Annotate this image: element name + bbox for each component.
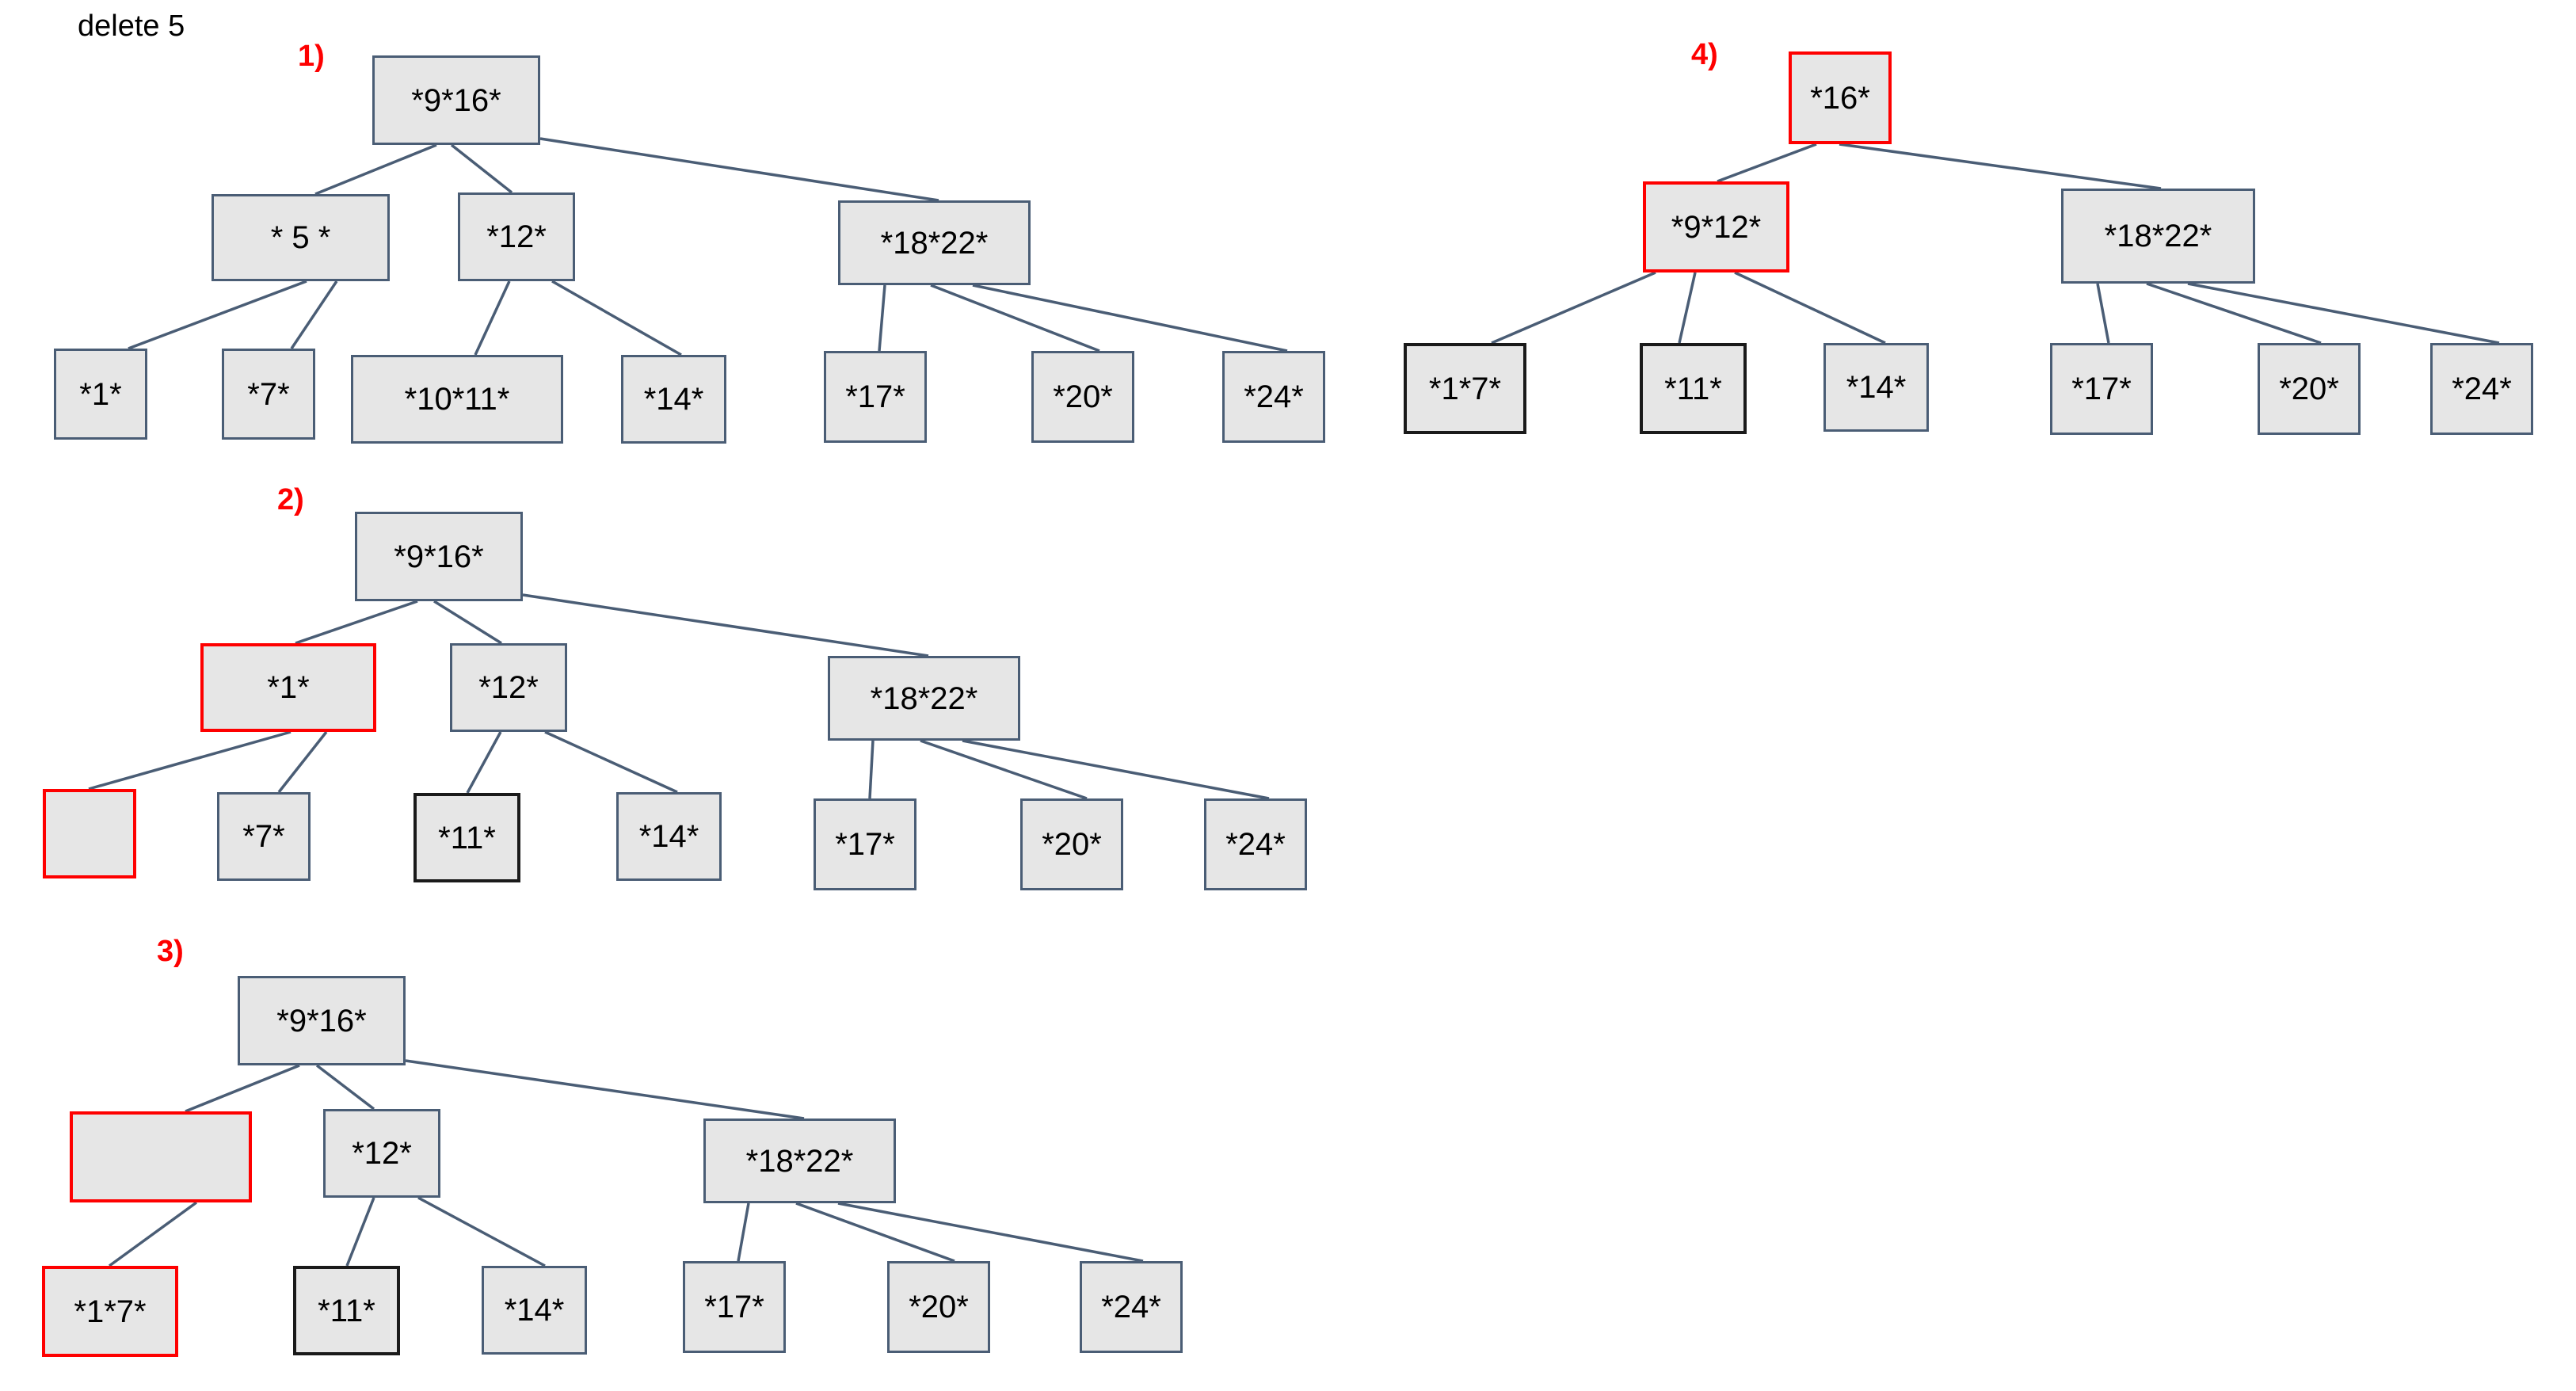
tree-edge (1491, 271, 1656, 345)
operation-caption: delete 5 (78, 10, 185, 43)
tree-node: *7* (217, 792, 311, 881)
step-label-4: 4) (1691, 38, 1718, 71)
tree-node: *24* (1080, 1261, 1183, 1353)
tree-edge (930, 284, 1100, 353)
tree-node-empty (43, 789, 136, 878)
tree-node: *24* (1222, 351, 1325, 443)
tree-edge (314, 143, 437, 196)
tree-edge (795, 1202, 955, 1263)
tree-node: *24* (1204, 798, 1307, 890)
tree-edge (868, 740, 875, 799)
tree-edge (1839, 143, 2162, 190)
tree-node: *14* (1823, 343, 1929, 432)
tree-edge (1678, 272, 1697, 344)
tree-edge (88, 730, 292, 791)
tree-node: *18*22* (2061, 189, 2255, 284)
tree-edge (345, 1197, 375, 1267)
tree-node: *1*7* (1404, 343, 1526, 434)
tree-edge (737, 1202, 750, 1262)
tree-node: *17* (2050, 343, 2153, 435)
tree-edge (972, 284, 1288, 353)
tree-node: *11* (293, 1266, 400, 1355)
tree-node: *17* (824, 351, 927, 443)
tree-node: *18*22* (828, 656, 1020, 741)
tree-node: *18*22* (838, 200, 1031, 285)
tree-edge (2187, 282, 2500, 345)
tree-edge (1734, 271, 1886, 345)
tree-node: *20* (887, 1261, 990, 1353)
tree-node: *18*22* (703, 1119, 896, 1203)
tree-edge (450, 143, 513, 194)
tree-edge (551, 280, 682, 356)
tree-edge (544, 730, 678, 794)
tree-edge (433, 600, 502, 645)
tree-edge (108, 1201, 198, 1267)
tree-node: *14* (621, 355, 726, 444)
tree-edge (466, 731, 502, 794)
tree-edge (920, 739, 1088, 800)
tree-node: *17* (683, 1261, 786, 1353)
tree-node: *7* (222, 349, 315, 440)
tree-edge (962, 739, 1270, 800)
tree-node: *16* (1789, 51, 1892, 144)
tree-node: *9*16* (238, 976, 406, 1065)
tree-node: *12* (450, 643, 567, 732)
tree-node: *11* (1640, 343, 1747, 434)
tree-edge (878, 284, 886, 352)
tree-edge (539, 137, 939, 202)
tree-node: *11* (413, 793, 520, 882)
tree-node: *9*16* (355, 512, 523, 601)
tree-edge (837, 1202, 1144, 1263)
step-label-2: 2) (277, 483, 304, 516)
tree-node: *12* (323, 1109, 440, 1198)
tree-edge (277, 730, 328, 794)
tree-node: *24* (2430, 343, 2533, 435)
tree-edge (185, 1064, 300, 1113)
tree-edge (315, 1064, 375, 1111)
tree-node: *20* (1020, 798, 1123, 890)
tree-edge (474, 280, 511, 356)
tree-node: *9*12* (1643, 181, 1789, 272)
tree-node: *14* (616, 792, 722, 881)
tree-node: * 5 * (211, 194, 390, 281)
tree-node: *1*7* (42, 1266, 178, 1357)
tree-edge (1717, 143, 1817, 183)
tree-edge (522, 593, 929, 657)
step-label-1: 1) (298, 40, 325, 73)
tree-node: *1* (200, 643, 376, 732)
tree-node: *20* (2258, 343, 2361, 435)
tree-node-empty (70, 1111, 252, 1202)
tree-node: *12* (458, 192, 575, 281)
tree-edge (128, 280, 307, 350)
tree-edge (295, 600, 418, 645)
tree-edge (2096, 283, 2110, 344)
tree-edge (417, 1196, 546, 1267)
tree-node: *20* (1031, 351, 1134, 443)
step-label-3: 3) (157, 935, 184, 968)
tree-node: *1* (54, 349, 147, 440)
tree-node: *14* (482, 1266, 587, 1355)
tree-edge (290, 280, 338, 349)
tree-node: *17* (814, 798, 916, 890)
tree-edge (405, 1059, 805, 1120)
tree-node: *10*11* (351, 355, 563, 444)
tree-edge (2146, 282, 2322, 345)
tree-node: *9*16* (372, 55, 540, 145)
